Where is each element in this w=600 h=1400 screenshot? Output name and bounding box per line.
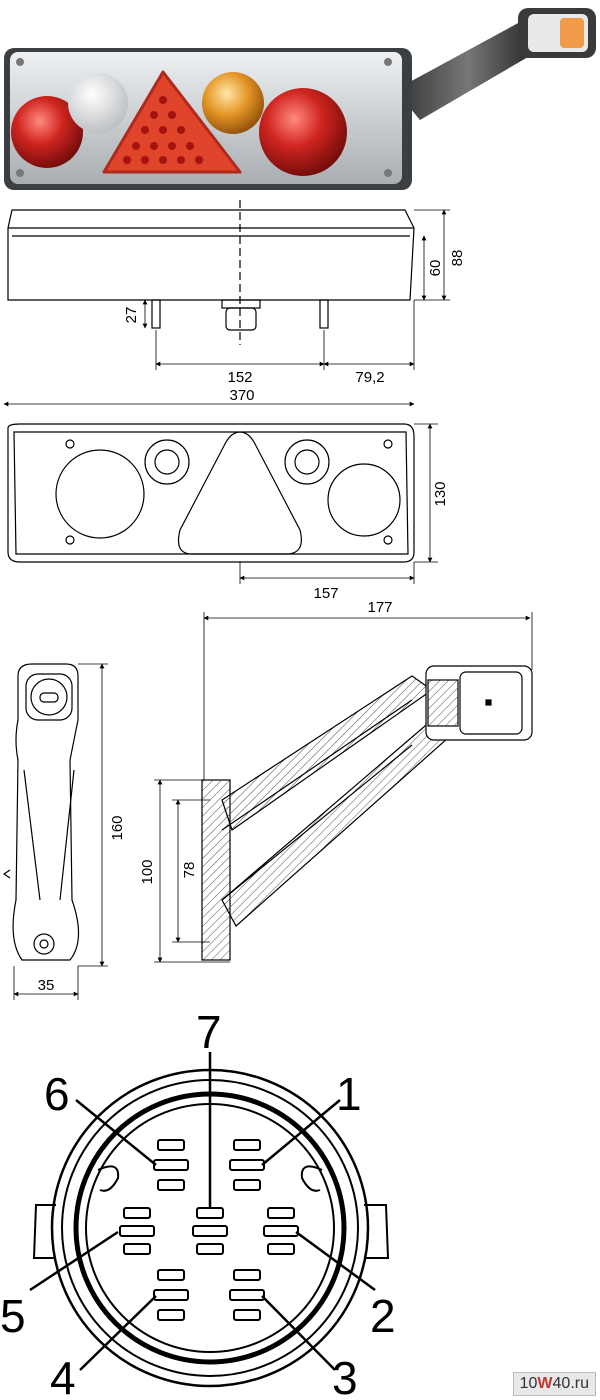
red-lens-left xyxy=(11,96,83,168)
dim-depth: 130 xyxy=(432,481,449,506)
pin-label-4: 4 xyxy=(50,1352,76,1400)
dim-arm-height: 160 xyxy=(109,815,126,840)
white-lens xyxy=(68,73,128,133)
dim-height-body: 60 xyxy=(427,260,444,277)
dim-bolt-length: 27 xyxy=(123,307,140,324)
pin-label-3: 3 xyxy=(332,1352,358,1400)
watermark-prefix: 10 xyxy=(519,1375,538,1392)
dim-bracket-hole-spacing: 78 xyxy=(181,862,198,879)
front-outline-view xyxy=(3,401,438,584)
dim-arm-width: 35 xyxy=(38,977,55,994)
dim-bolt-offset: 79,2 xyxy=(355,369,384,386)
pin-contacts xyxy=(119,1139,299,1321)
red-lens-right xyxy=(259,88,347,176)
watermark-suffix: 40.ru xyxy=(552,1375,589,1392)
dim-arm-reach: 177 xyxy=(367,599,392,616)
side-marker-front-view xyxy=(2,663,108,1000)
side-marker-section-view xyxy=(154,612,533,963)
side-marker-arm xyxy=(395,22,540,120)
dim-bolt-spacing: 152 xyxy=(227,369,252,386)
dim-width-total: 370 xyxy=(229,387,254,404)
pin-leaders xyxy=(29,1052,376,1371)
product-photo xyxy=(4,8,596,190)
dim-center-offset: 157 xyxy=(313,585,338,602)
pin-label-7: 7 xyxy=(196,1006,222,1058)
mounting-screws xyxy=(16,58,392,177)
watermark-highlight: W xyxy=(537,1375,553,1392)
dim-bracket-height: 100 xyxy=(139,859,156,884)
watermark-badge: 10W40.ru xyxy=(512,1372,596,1396)
pin-label-6: 6 xyxy=(44,1068,70,1120)
pin-label-1: 1 xyxy=(336,1068,362,1120)
side-view xyxy=(7,200,450,370)
connector-pinout xyxy=(29,1052,390,1388)
dim-height-total: 88 xyxy=(449,250,466,267)
pin-label-2: 2 xyxy=(370,1290,396,1342)
triangle-leds xyxy=(123,96,203,164)
amber-lens xyxy=(202,72,264,134)
pin-label-5: 5 xyxy=(0,1290,26,1342)
